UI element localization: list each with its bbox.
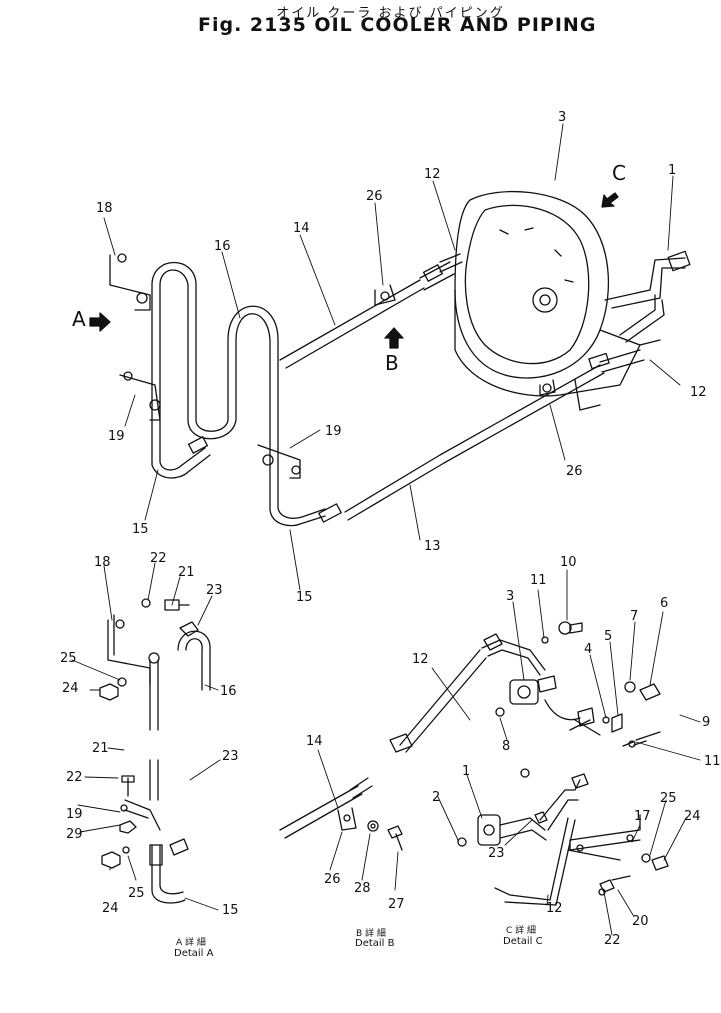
callout-13: 13 <box>424 539 441 554</box>
view-label-a: A <box>72 307 86 331</box>
leader-lines-detail-c <box>431 569 701 936</box>
callout-12: 12 <box>424 167 441 182</box>
main-callouts: 3 1 C 12 26 14 16 18 12 26 19 19 15 13 1… <box>72 110 707 605</box>
callout-18: 18 <box>96 201 113 216</box>
detail-a-caption-jp: A 詳 細 <box>176 936 206 948</box>
callout-15: 15 <box>132 522 149 537</box>
callout-21: 21 <box>178 565 195 580</box>
callout-25: 25 <box>128 886 145 901</box>
callout-3: 3 <box>558 110 566 125</box>
detail-b-caption: Detail B <box>355 938 395 949</box>
callout-29: 29 <box>66 827 83 842</box>
clamp-26-lower <box>539 379 556 396</box>
callout-1: 1 <box>462 764 470 779</box>
callout-19: 19 <box>108 429 125 444</box>
detail-a-drawing <box>99 598 211 904</box>
clamp-19-right <box>257 444 301 479</box>
callout-23: 23 <box>222 749 239 764</box>
detail-c-caption-jp: C 詳 細 <box>506 924 536 936</box>
callout-3: 3 <box>506 589 514 604</box>
detail-b-caption-jp: B 詳 細 <box>356 927 386 939</box>
callout-26: 26 <box>566 464 583 479</box>
view-label-c: C <box>612 161 626 185</box>
callout-16: 16 <box>214 239 231 254</box>
callout-22: 22 <box>150 551 167 566</box>
callout-21: 21 <box>92 741 109 756</box>
callout-7: 7 <box>630 609 638 624</box>
callout-12: 12 <box>412 652 429 667</box>
pipe-12-main <box>604 257 686 343</box>
detail-c-caption: Detail C <box>503 936 543 947</box>
callout-19: 19 <box>325 424 342 439</box>
callout-17: 17 <box>634 809 651 824</box>
callout-1: 1 <box>668 163 676 178</box>
callout-20: 20 <box>632 914 649 929</box>
callout-14: 14 <box>306 734 323 749</box>
detail-c-drawing <box>389 621 669 906</box>
callout-18: 18 <box>94 555 111 570</box>
callout-22: 22 <box>66 770 83 785</box>
callout-5: 5 <box>604 629 612 644</box>
callout-23: 23 <box>488 846 505 861</box>
detail-a-callouts: 18 22 21 23 25 16 24 21 22 23 19 29 24 2… <box>60 551 239 959</box>
callout-4: 4 <box>584 642 592 657</box>
figure-title: Fig. 2135 OIL COOLER AND PIPING <box>198 14 597 36</box>
oil-cooler-housing <box>454 191 661 411</box>
hose-15-left <box>151 447 211 479</box>
callout-15: 15 <box>296 590 313 605</box>
callout-9: 9 <box>702 715 710 730</box>
callout-25: 25 <box>60 651 77 666</box>
callout-11: 11 <box>530 573 547 588</box>
callout-23: 23 <box>206 583 223 598</box>
callout-6: 6 <box>660 596 668 611</box>
detail-a-caption: Detail A <box>174 948 214 959</box>
callout-8: 8 <box>502 739 510 754</box>
callout-25: 25 <box>660 791 677 806</box>
view-arrow-c <box>601 192 619 208</box>
hose-16 <box>151 262 279 491</box>
callout-28: 28 <box>354 881 371 896</box>
view-arrow-a <box>89 312 111 332</box>
clamp-18 <box>109 253 151 311</box>
callout-14: 14 <box>293 221 310 236</box>
callout-15: 15 <box>222 903 239 918</box>
leader-lines-detail-b <box>317 749 399 891</box>
callout-24: 24 <box>102 901 119 916</box>
detail-b-callouts: 14 26 28 27 B 詳 細 Detail B <box>306 734 405 949</box>
hose-fittings <box>187 250 691 523</box>
callout-24: 24 <box>684 809 701 824</box>
detail-c-callouts: 10 11 3 6 7 5 12 4 9 11 8 1 2 17 25 24 2… <box>412 555 721 948</box>
callout-16: 16 <box>220 684 237 699</box>
figure-title-japanese: オイル クーラ および パイピング <box>276 6 505 21</box>
callout-2: 2 <box>432 790 440 805</box>
callout-26: 26 <box>366 189 383 204</box>
clamp-26-upper <box>374 284 396 306</box>
callout-11: 11 <box>704 754 721 769</box>
view-label-b: B <box>385 351 399 375</box>
callout-19: 19 <box>66 807 83 822</box>
callout-12: 12 <box>546 901 563 916</box>
clamp-19-left <box>119 371 161 421</box>
callout-22: 22 <box>604 933 621 948</box>
pipe-14 <box>279 253 463 369</box>
callout-26: 26 <box>324 872 341 887</box>
hose-15-right <box>269 489 326 527</box>
callout-12: 12 <box>690 385 707 400</box>
detail-b-drawing <box>279 777 403 851</box>
leader-lines-detail-a <box>71 562 221 911</box>
callout-27: 27 <box>388 897 405 912</box>
leader-lines-main <box>103 123 681 591</box>
view-arrow-b <box>384 327 404 349</box>
callout-10: 10 <box>560 555 577 570</box>
callout-24: 24 <box>62 681 79 696</box>
pipe-13 <box>344 349 645 521</box>
